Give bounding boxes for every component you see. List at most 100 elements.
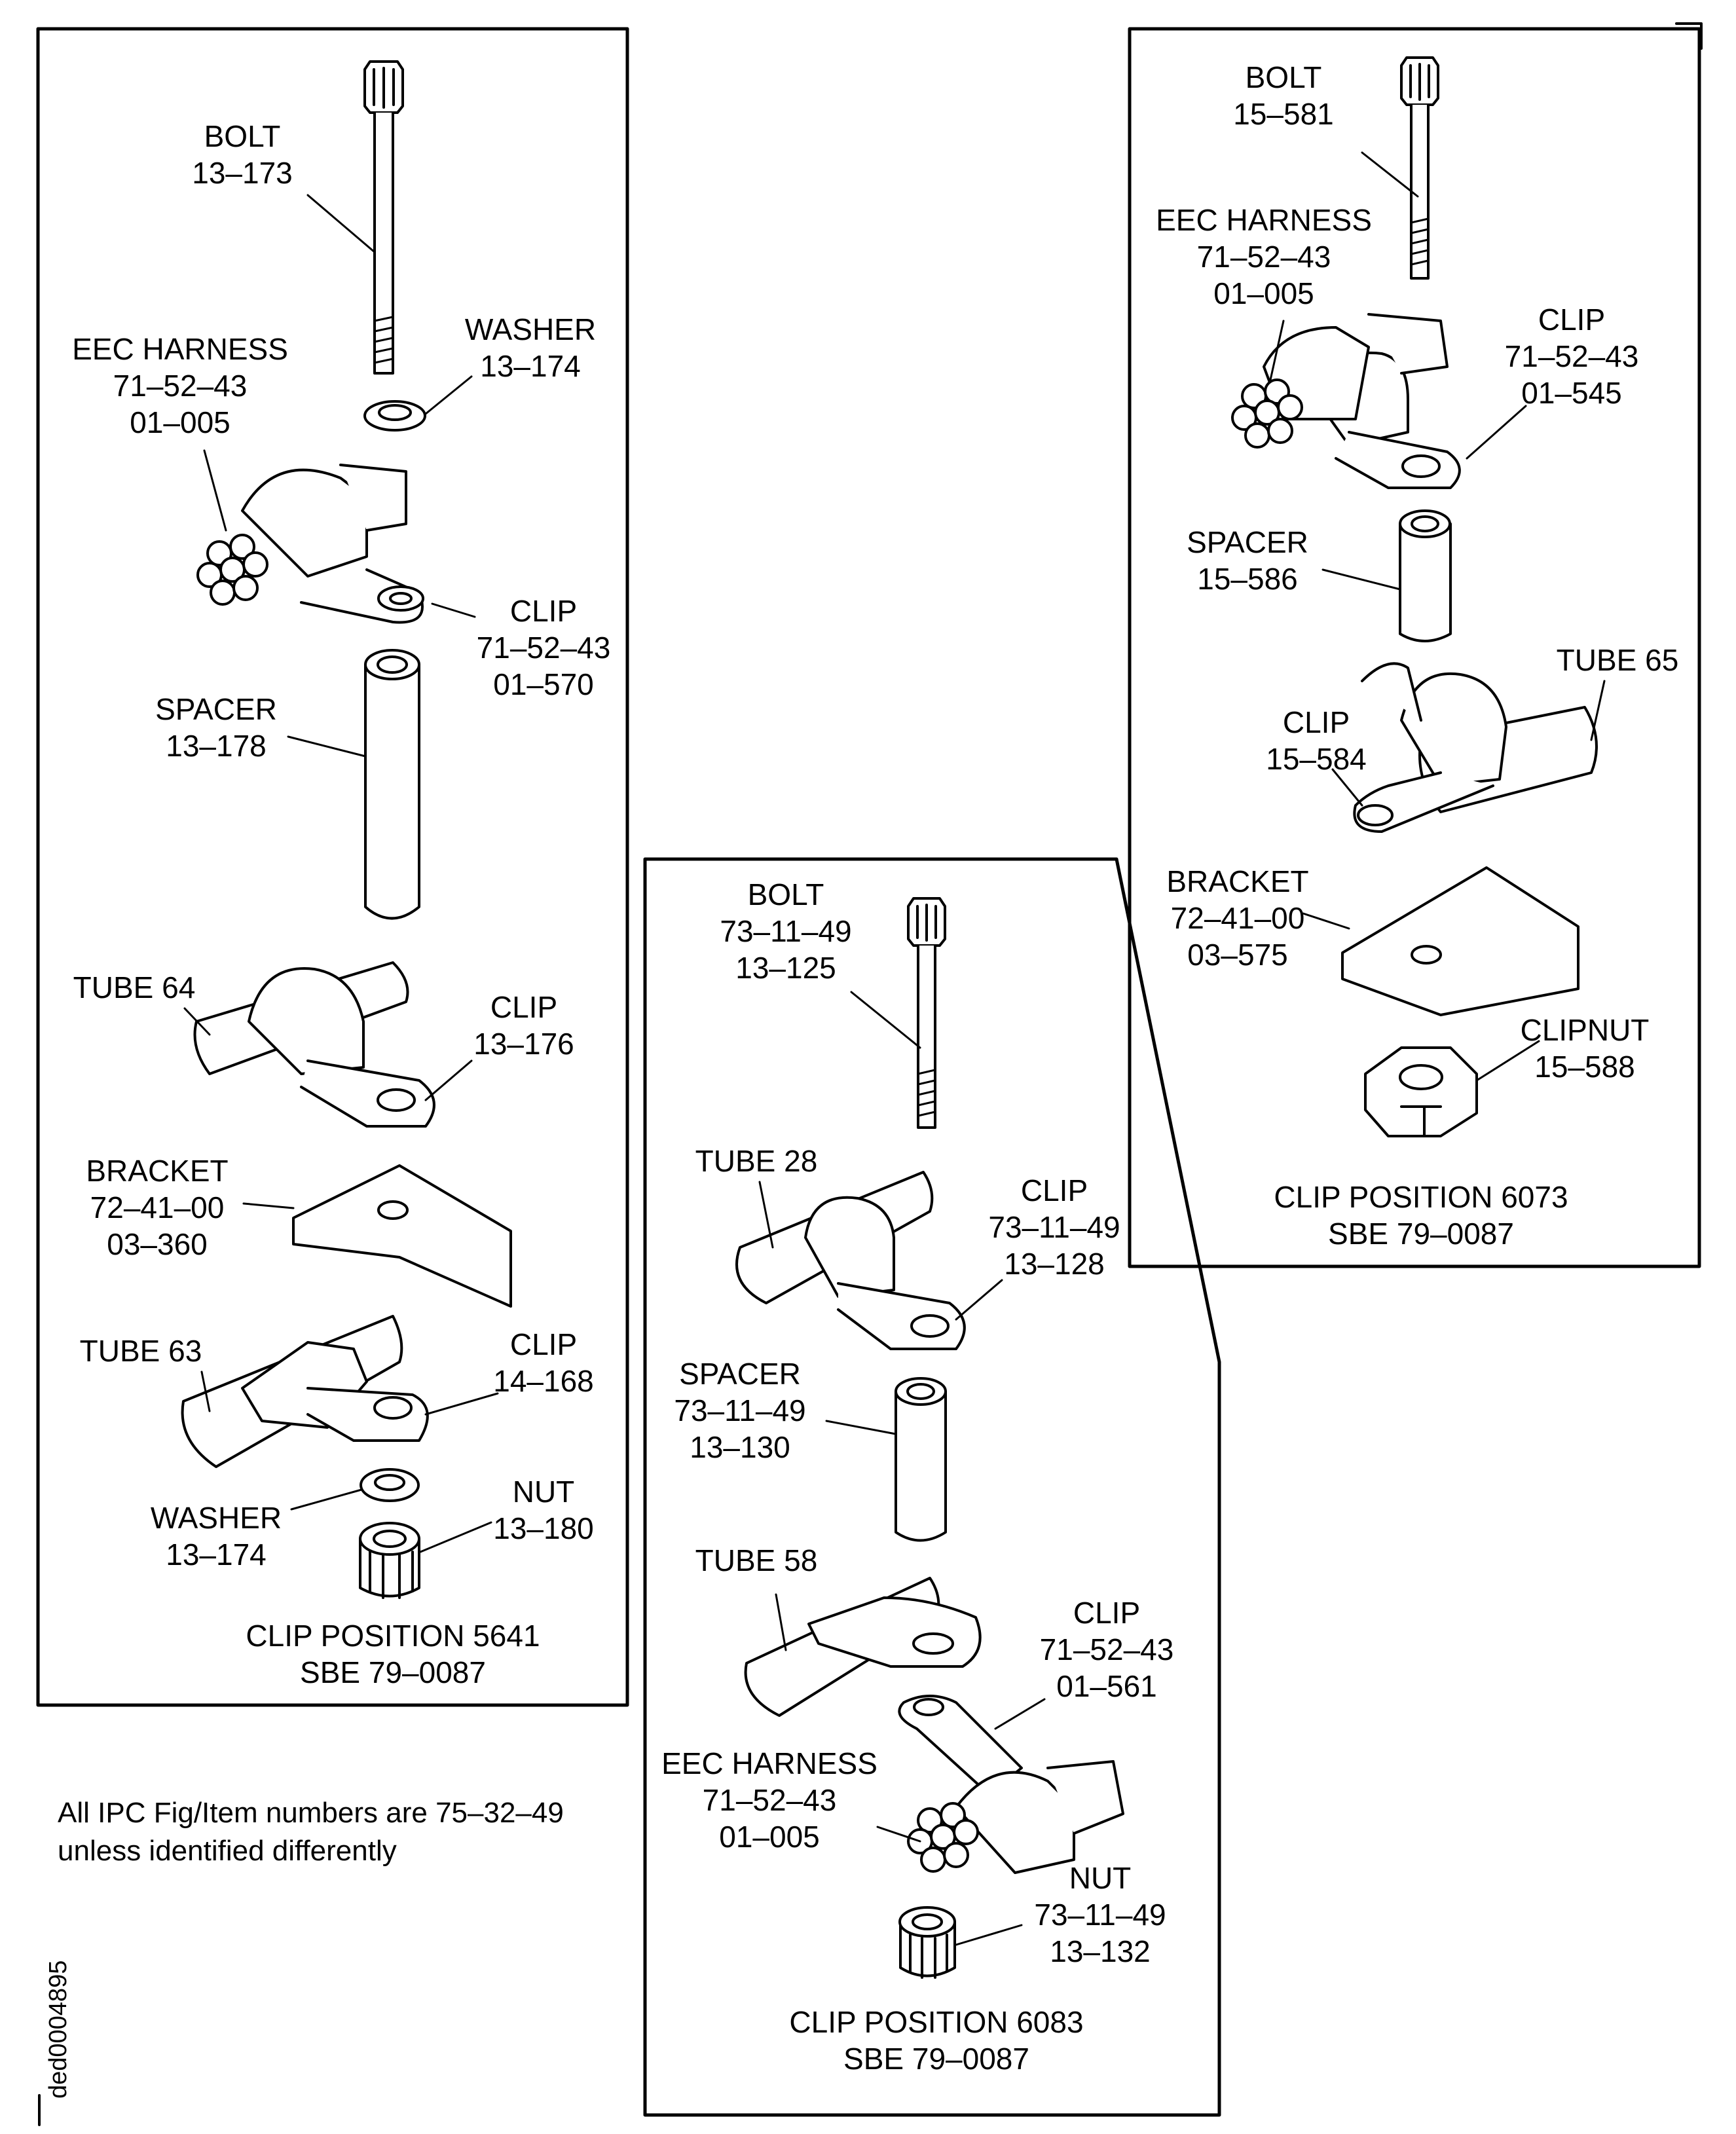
label-clip-01-545: CLIP 71–52–43 01–545 [1487,301,1657,411]
label-ref: 71–52–43 [113,369,248,403]
label-tube-28: TUBE 28 [681,1143,832,1179]
label-item: 15–588 [1534,1050,1635,1084]
label-name: CLIP [509,1327,578,1361]
label-item: 13–174 [480,349,581,383]
leaders-6073 [1269,151,1606,1082]
tube-58-part [744,1577,982,1717]
label-clipnut-15-588: CLIPNUT 15–588 [1506,1012,1663,1085]
label-item: 13–130 [690,1430,790,1464]
nut-13-132-part [898,1906,956,1979]
label-spacer-15-586: SPACER 15–586 [1172,524,1323,597]
panel-frame-6083 [643,857,1221,2117]
label-item: 13–125 [735,951,836,985]
fig-item-note: All IPC Fig/Item numbers are 75–32–49 un… [58,1794,564,1870]
label-name: CLIP [509,594,578,628]
harness-clip-01-545-part [1231,313,1461,489]
label-ref: 72–41–00 [90,1190,225,1224]
label-item: 13–128 [1004,1247,1105,1281]
bolt-13-125-part [907,897,946,1129]
label-clip-15-584: CLIP 15–584 [1244,704,1388,777]
label-eec-harness-01-005-c: EEC HARNESS 71–52–43 01–005 [1143,202,1385,312]
label-nut-13-132: NUT 73–11–49 13–132 [1015,1860,1185,1970]
leaders-5641 [183,194,499,1553]
bracket-03-575-part [1341,866,1579,1016]
label-name: TUBE 64 [73,970,196,1004]
label-name: TUBE 28 [695,1144,818,1178]
caption-sbe: SBE 79–0087 [300,1655,486,1689]
label-name: SPACER [155,692,277,726]
label-name: BOLT [747,877,824,911]
corner-mark [1675,22,1703,50]
label-name: CLIP [1282,705,1350,739]
label-name: BRACKET [86,1154,229,1188]
label-item: 13–176 [473,1027,574,1061]
label-item: 13–173 [192,156,293,190]
label-bolt-13-173: BOLT 13–173 [183,118,301,191]
spacer-15-586-part [1399,509,1452,642]
label-ref: 73–11–49 [1034,1898,1166,1932]
label-name: SPACER [1187,525,1308,559]
label-eec-harness-01-005-b: EEC HARNESS 71–52–43 01–005 [648,1745,891,1855]
label-item: 15–581 [1233,97,1334,131]
label-clip-13-176: CLIP 13–176 [452,989,596,1062]
bolt-15-581-part [1400,56,1439,280]
caption-title: CLIP POSITION 5641 [246,1619,540,1653]
panel-frame-6073 [1128,27,1701,1268]
label-item: 13–180 [493,1511,594,1545]
label-name: BRACKET [1166,864,1309,898]
caption-clip-position-6073: CLIP POSITION 6073 SBE 79–0087 [1244,1179,1598,1252]
spacer-13-130-part [895,1377,947,1542]
label-name: NUT [512,1475,575,1509]
label-ref: 73–11–49 [988,1210,1120,1244]
label-ref: 71–52–43 [702,1783,837,1817]
tube-65-clip-15-584-part [1353,662,1598,833]
leaders-6083 [758,991,1046,1946]
caption-sbe: SBE 79–0087 [843,2042,1029,2076]
label-clip-14-168: CLIP 14–168 [471,1326,616,1399]
bracket-03-360-part [292,1164,512,1308]
label-item: 01–570 [493,667,594,701]
label-eec-harness-01-005: EEC HARNESS 71–52–43 01–005 [59,331,301,441]
note-line-2: unless identified differently [58,1835,397,1867]
label-tube-65: TUBE 65 [1539,642,1696,678]
caption-clip-position-6083: CLIP POSITION 6083 SBE 79–0087 [760,2004,1113,2077]
tube-64-part [193,961,435,1128]
label-name: BOLT [204,119,281,153]
label-name: EEC HARNESS [72,332,288,366]
panel-frame-5641 [36,27,629,1707]
washer-13-174-part [363,400,426,432]
label-name: EEC HARNESS [1156,203,1372,237]
label-item: 01–005 [130,405,231,439]
label-name: NUT [1069,1861,1132,1895]
label-washer-bottom-13-174: WASHER 13–174 [131,1499,301,1573]
clipnut-15-588-part [1364,1046,1478,1137]
label-name: CLIP [490,990,558,1024]
clip-01-561-harness-part [898,1695,1124,1874]
caption-sbe: SBE 79–0087 [1328,1217,1514,1251]
label-tube-63: TUBE 63 [69,1333,213,1369]
label-name: TUBE 58 [695,1543,818,1577]
tube-63-part [181,1315,429,1468]
label-item: 01–561 [1056,1669,1157,1703]
label-bolt-15-581: BOLT 15–581 [1211,59,1356,132]
note-line-1: All IPC Fig/Item numbers are 75–32–49 [58,1797,564,1829]
label-item: 14–168 [493,1364,594,1398]
label-name: CLIP [1073,1596,1141,1630]
label-item: 13–174 [166,1537,267,1572]
label-washer-13-174: WASHER 13–174 [452,311,609,384]
label-name: TUBE 65 [1556,643,1679,677]
label-name: BOLT [1245,60,1322,94]
label-name: CLIP [1538,303,1606,337]
label-clip-13-128: CLIP 73–11–49 13–128 [969,1172,1139,1282]
bolt-13-173-part [363,60,404,375]
label-item: 13–132 [1050,1934,1151,1968]
nut-13-180-part [359,1522,420,1599]
label-item: 01–005 [1213,276,1314,310]
label-item: 15–586 [1197,562,1298,596]
label-ref: 71–52–43 [476,631,611,665]
label-spacer-13-130: SPACER 73–11–49 13–130 [655,1355,825,1465]
label-ref: 71–52–43 [1504,339,1639,373]
label-ref: 72–41–00 [1170,901,1305,935]
spacer-13-178-part [364,649,420,920]
label-item: 03–575 [1187,938,1288,972]
